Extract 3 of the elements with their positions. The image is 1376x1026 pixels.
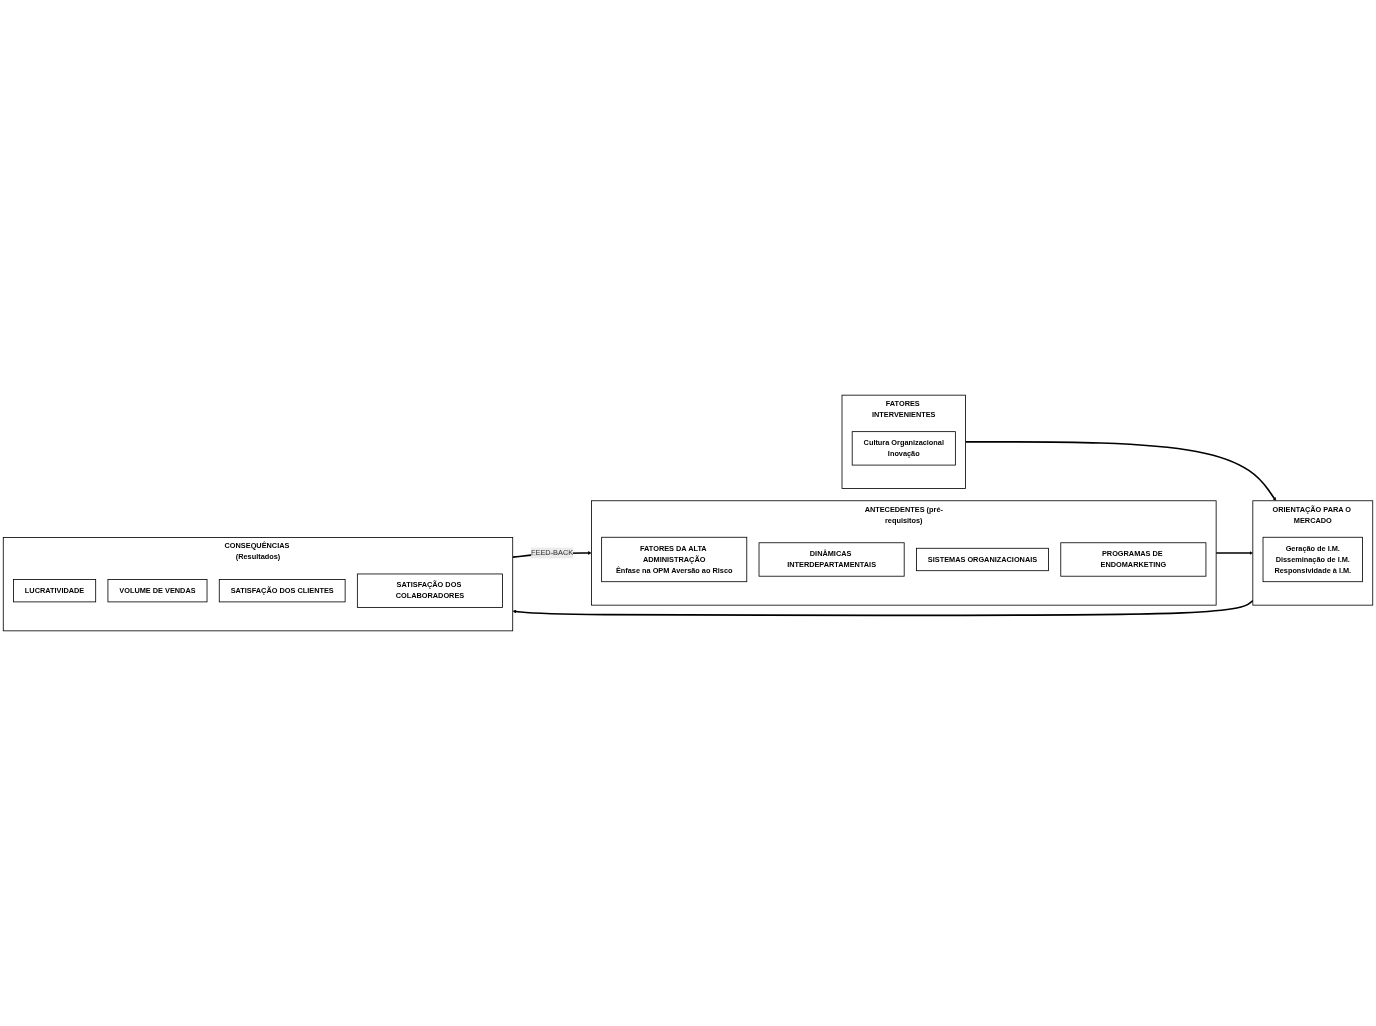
arrow [512,599,1254,617]
arrow [964,441,1277,501]
arrow [1215,551,1253,555]
